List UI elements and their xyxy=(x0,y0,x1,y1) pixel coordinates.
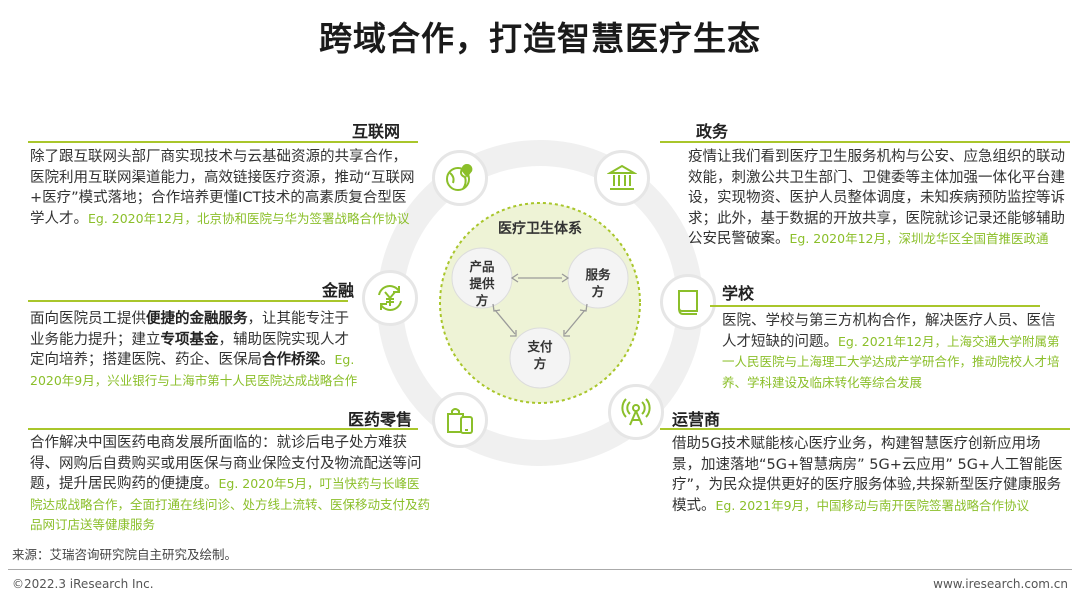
operator-divider xyxy=(660,428,1070,430)
internet-divider xyxy=(28,141,418,143)
operator-body: 借助5G技术赋能核心医疗业务，构建智慧医疗创新应用场景，加速落地“5G+智慧病房… xyxy=(672,436,1063,514)
finance-text-a: 面向医院员工提供 xyxy=(30,311,146,327)
government-example: Eg. 2020年12月，深圳龙华区全国首推医政通 xyxy=(789,231,1049,246)
operator-example: Eg. 2021年9月，中国移动与南开医院签署战略合作协议 xyxy=(715,497,1030,513)
school-example: Eg. 2021年12月，上海交通大学附属第一人民医院与上海理工大学达成产学研合… xyxy=(722,333,1060,390)
finance-bold-a: 便捷的金融服务 xyxy=(146,311,248,327)
book-icon xyxy=(660,274,716,330)
internet-example: Eg. 2020年12月，北京协和医院与华为签署战略合作协议 xyxy=(88,210,410,226)
globe-location-icon xyxy=(432,150,488,206)
retail-body: 合作解决中国医药电商发展所面临的：就诊后电子处方难获得、网购后自费购买或用医保与… xyxy=(30,435,422,492)
footer-copyright: ©2022.3 iResearch Inc. xyxy=(12,577,154,591)
source-note: 来源：艾瑞咨询研究院自主研究及绘制。 xyxy=(12,547,238,562)
footer-website-link[interactable]: www.iresearch.com.cn xyxy=(933,577,1068,591)
shopping-bag-phone-icon xyxy=(432,392,488,448)
finance-bold-c: 合作桥梁 xyxy=(262,352,320,368)
government-text: 疫情让我们看到医疗卫生服务机构与公安、应急组织的联动效能，刺激公共卫生部门、卫健… xyxy=(688,147,1066,250)
finance-divider xyxy=(28,300,348,302)
operator-text: 借助5G技术赋能核心医疗业务，构建智慧医疗创新应用场景，加速落地“5G+智慧病房… xyxy=(672,434,1064,516)
operator-heading: 运营商 xyxy=(672,410,721,429)
node-payer: 支付 方 xyxy=(527,339,553,371)
government-divider xyxy=(660,141,1070,143)
finance-bold-b: 专项基金 xyxy=(160,331,219,348)
center-title: 医疗卫生体系 xyxy=(498,221,582,237)
page-title: 跨域合作，打造智慧医疗生态 xyxy=(319,19,761,58)
internet-text: 除了跟互联网头部厂商实现技术与云基础资源的共享合作，医院利用互联网渠道能力，高效… xyxy=(30,147,416,229)
finance-text-b: ，让其能专注于业务能力提升；建立 xyxy=(30,311,349,348)
signal-tower-icon xyxy=(608,384,664,440)
node-product-provider: 产品 提供 方 xyxy=(469,259,495,308)
node-service-provider: 服务 方 xyxy=(585,267,611,299)
internet-body: 除了跟互联网头部厂商实现技术与云基础资源的共享合作，医院利用互联网渠道能力，高效… xyxy=(30,149,415,227)
school-heading: 学校 xyxy=(722,284,755,303)
government-body: 疫情让我们看到医疗卫生服务机构与公安、应急组织的联动效能，刺激公共卫生部门、卫健… xyxy=(688,149,1065,247)
retail-heading: 医药零售 xyxy=(348,410,413,429)
government-heading: 政务 xyxy=(696,122,729,141)
finance-heading: 金融 xyxy=(322,281,355,300)
yen-exchange-icon xyxy=(362,270,418,326)
retail-example: Eg. 2020年5月，叮当快药与长峰医院达成战略合作，全面打通在线问诊、处方线… xyxy=(30,476,431,532)
retail-text: 合作解决中国医药电商发展所面临的：就诊后电子处方难获得、网购后自费购买或用医保与… xyxy=(30,433,430,536)
government-building-icon xyxy=(594,150,650,206)
school-text: 医院、学校与第三方机构合作，解决医疗人员、医信人才短缺的问题。Eg. 2021年… xyxy=(722,311,1062,393)
finance-text-d: 。 xyxy=(320,352,335,368)
finance-example: Eg. 2020年9月，兴业银行与上海市第十人民医院达成战略合作 xyxy=(30,352,358,388)
finance-text: 面向医院员工提供便捷的金融服务，让其能专注于业务能力提升；建立专项基金，辅助医院… xyxy=(30,309,360,391)
school-body: 医院、学校与第三方机构合作，解决医疗人员、医信人才短缺的问题。 xyxy=(722,313,1056,350)
school-divider xyxy=(710,305,1040,307)
footer-divider xyxy=(8,569,1072,570)
finance-text-c: ，辅助医院实现人才定向培养；搭建医院、药企、医保局 xyxy=(30,331,349,369)
internet-heading: 互联网 xyxy=(352,122,401,141)
retail-divider xyxy=(28,428,418,430)
